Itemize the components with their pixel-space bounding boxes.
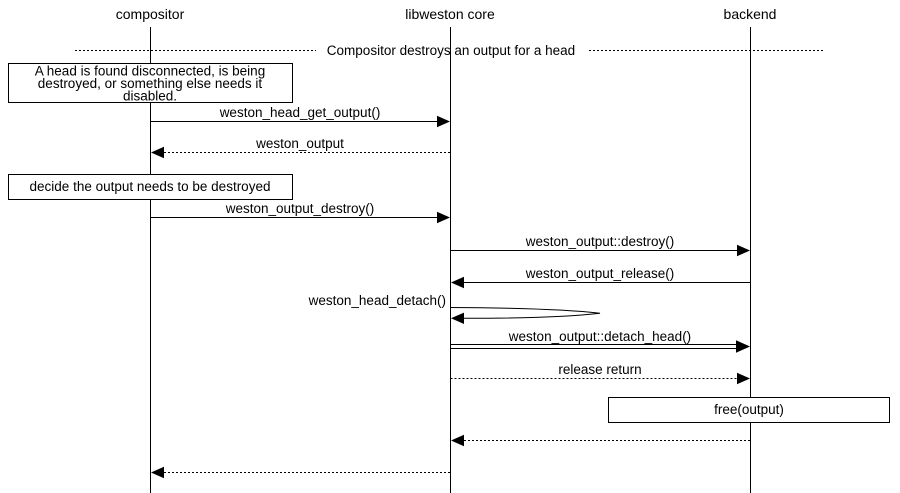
message-label: weston_output [255,136,344,151]
section-divider: Compositor destroys an output for a head [75,43,825,58]
note-box [8,63,293,103]
message-weston-output-destroy: weston_output_destroy() [150,201,450,224]
message-label: weston_output::destroy() [525,234,675,249]
divider-title: Compositor destroys an output for a head [327,43,575,58]
message-weston-head-get-output: weston_head_get_output() [150,105,450,128]
message-weston-output-release: weston_output_release() [451,266,751,289]
arrowhead-left-icon [451,312,464,324]
actor-label-backend: backend [724,6,777,22]
arrowhead-right-icon [737,372,750,385]
message-weston-output-detach-head: weston_output::detach_head() [450,329,750,353]
arrowhead-left-icon [451,276,464,289]
action-box [608,397,890,423]
note-line: disabled. [123,89,177,104]
message-label: weston_output::detach_head() [508,329,691,344]
actor-label-compositor: compositor [116,6,185,22]
return-backend-to-libweston [451,434,751,447]
message-label: weston_output_destroy() [225,201,375,216]
actor-label-libweston-core: libweston core [405,6,495,22]
action-free-output: free(output) [608,397,890,423]
note-line: decide the output needs to be destroyed [30,179,271,194]
arrowhead-right-icon [437,115,450,128]
message-label: weston_head_detach() [308,293,446,308]
note-box [8,174,293,200]
arrowhead-left-icon [151,466,164,479]
note-line: destroyed, or something else needs it [38,76,263,91]
message-release-return: release return [450,362,750,385]
arrowhead-left-icon [151,146,164,159]
note-line: A head is found disconnected, is being [35,64,265,79]
self-message-loop [450,307,601,319]
arrowhead-right-icon [437,211,450,224]
note-head-disconnected: A head is found disconnected, is being d… [8,63,293,104]
arrowhead-left-icon [451,434,464,447]
arrowhead-right-icon [736,340,750,353]
message-label: release return [558,362,641,377]
message-label: weston_output_release() [525,266,675,281]
message-weston-output-return: weston_output [151,136,451,159]
note-decide-destroy: decide the output needs to be destroyed [8,174,293,200]
message-label: weston_head_get_output() [219,105,381,120]
return-libweston-to-compositor [151,466,451,479]
action-label: free(output) [714,402,784,417]
arrowhead-right-icon [737,244,750,257]
message-weston-output-vfunc-destroy: weston_output::destroy() [450,234,750,257]
message-weston-head-detach-self: weston_head_detach() [308,293,601,324]
